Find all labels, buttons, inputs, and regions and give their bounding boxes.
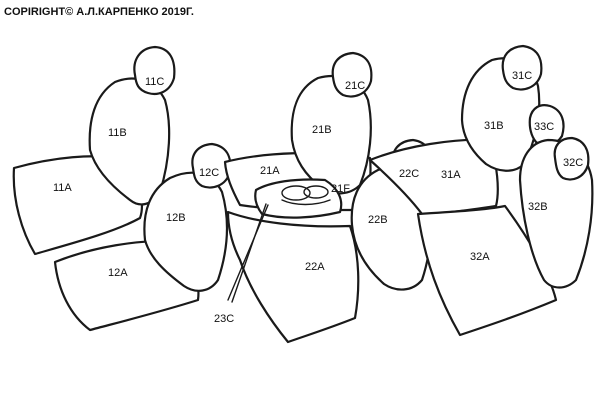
- label-32c: 32C: [563, 157, 583, 169]
- label-11c: 11C: [145, 76, 164, 88]
- leader-23c: [227, 204, 269, 301]
- label-32b: 32B: [528, 201, 548, 213]
- cupholder-left: [281, 185, 311, 201]
- label-12c: 12C: [199, 167, 219, 179]
- label-22a: 22A: [305, 261, 325, 273]
- label-11a: 11A: [53, 182, 72, 194]
- label-21f: 21F: [331, 183, 350, 195]
- label-21a: 21A: [260, 165, 280, 177]
- label-12b: 12B: [166, 212, 186, 224]
- armrest-21f: [254, 178, 343, 219]
- label-31a: 31A: [441, 169, 461, 181]
- label-21c: 21C: [345, 80, 365, 92]
- label-31b: 31B: [484, 120, 504, 132]
- seat-11b-backrest: [88, 77, 171, 206]
- label-21b: 21B: [312, 124, 332, 136]
- label-32a: 32A: [470, 251, 490, 263]
- seat-11c-headrest: [133, 45, 176, 95]
- seat-22a-cushion: [226, 210, 360, 344]
- label-22c: 22C: [399, 168, 419, 180]
- label-31c: 31C: [512, 70, 532, 82]
- copyright-text: COPIRIGHT© А.Л.КАРПЕНКО 2019Г.: [4, 6, 194, 18]
- label-12a: 12A: [108, 267, 128, 279]
- seat-12b-backrest: [143, 171, 229, 292]
- seat-32c-headrest: [553, 136, 590, 181]
- label-23c: 23C: [214, 313, 234, 325]
- seat-31a-cushion: [368, 138, 499, 216]
- seat-31c-headrest: [501, 44, 543, 91]
- label-33c: 33C: [534, 121, 554, 133]
- seat-33c-headrest: [528, 104, 565, 147]
- cupholder-right: [303, 185, 329, 199]
- label-11b: 11B: [108, 127, 127, 139]
- seat-32a-cushion: [416, 204, 558, 337]
- label-22b: 22B: [368, 214, 388, 226]
- seat-21c-headrest: [331, 51, 373, 98]
